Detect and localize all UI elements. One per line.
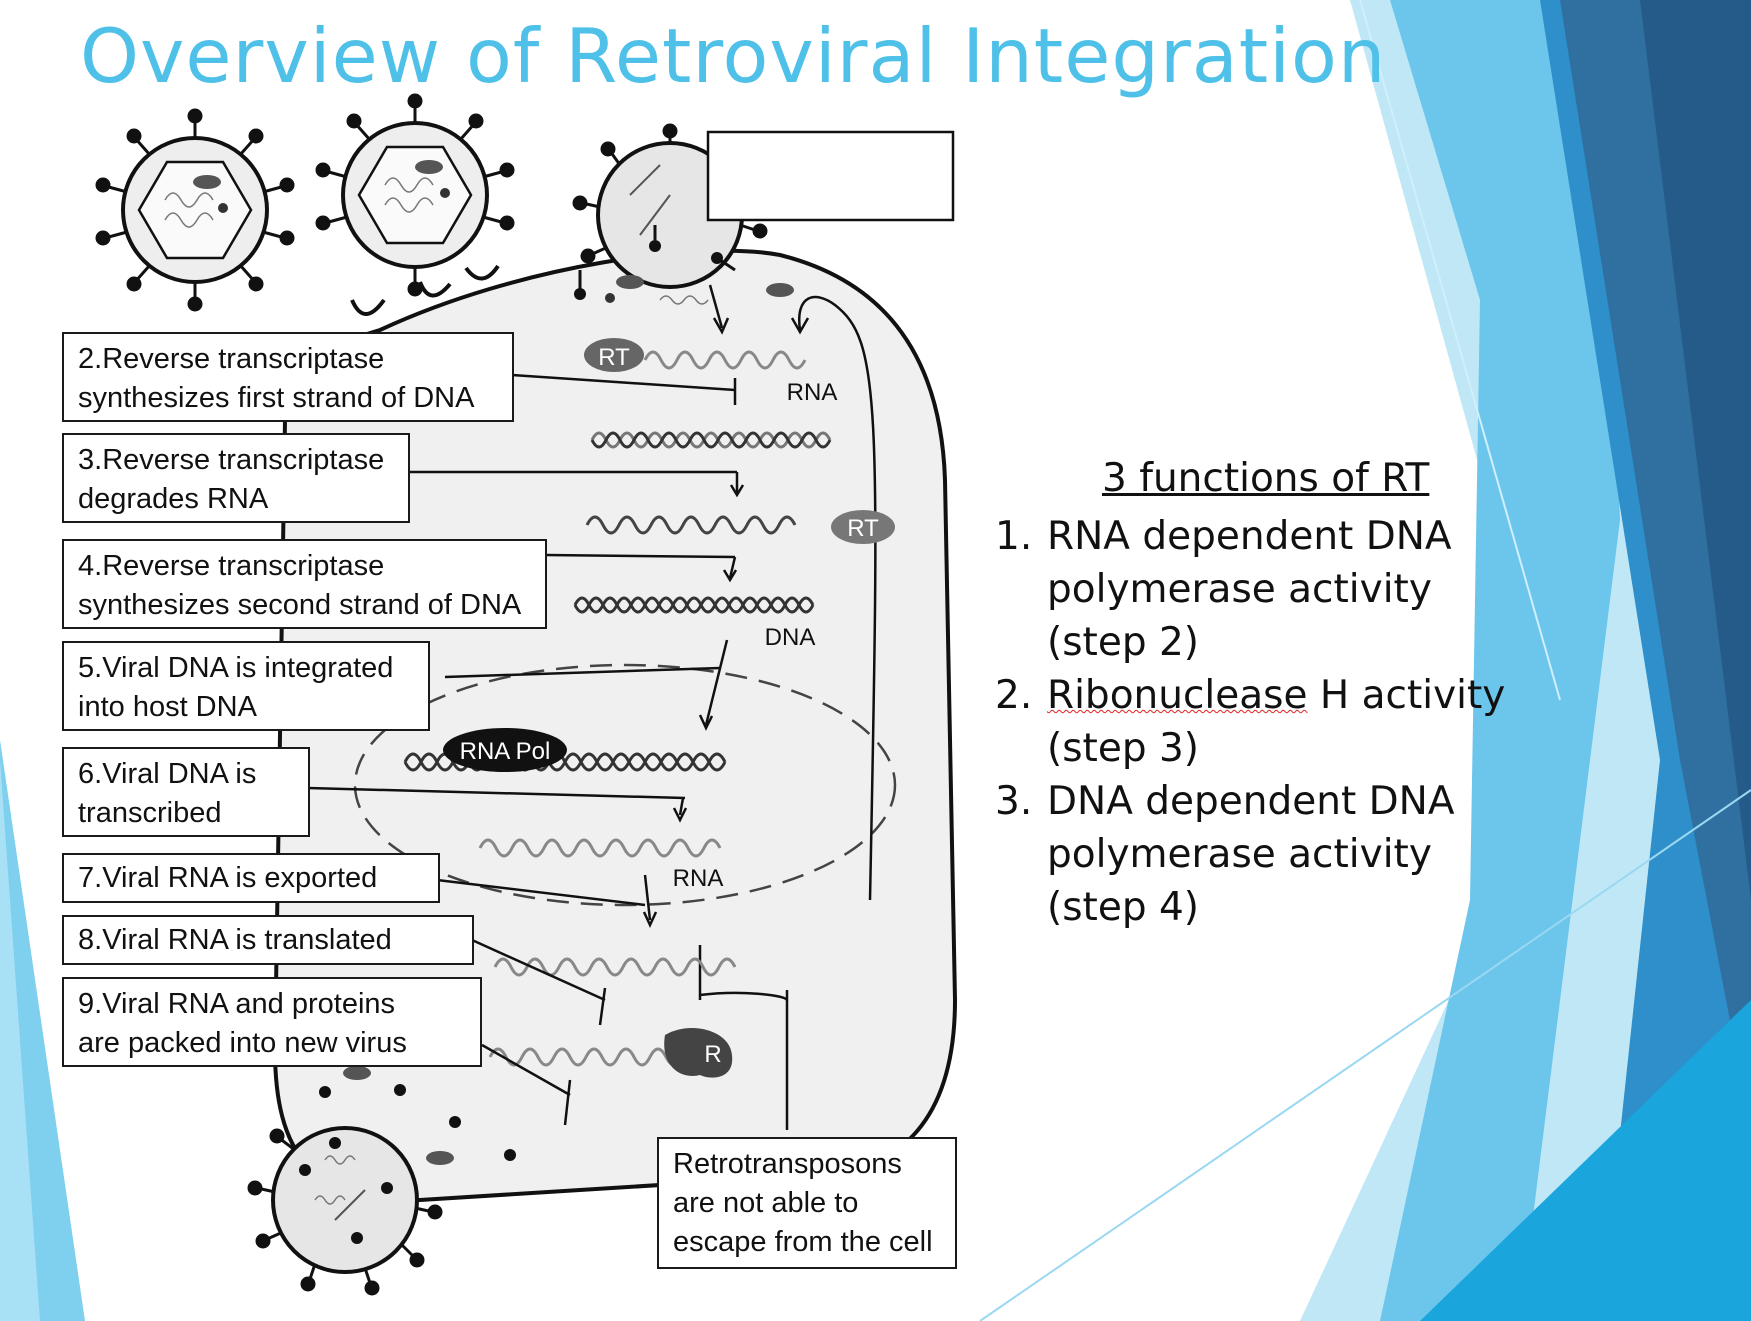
- rna-label-2: RNA: [673, 865, 724, 892]
- step-box-5: 5.Viral DNA is integrated into host DNA: [62, 641, 430, 731]
- rt-label-1: RT: [598, 344, 630, 371]
- hybrid-strand: [590, 431, 832, 449]
- rt-functions-heading: 3 functions of RT: [1102, 456, 1430, 501]
- rna-label-1: RNA: [787, 379, 838, 406]
- step-7-num: 7.: [78, 862, 103, 894]
- step-6-line1: Viral DNA is: [102, 758, 257, 790]
- rt-rna-row: RT RNA: [584, 338, 837, 406]
- rt-function-3-line3: (step 4): [1047, 885, 1200, 930]
- blank-box: [706, 130, 955, 222]
- retro-line3: escape from the cell: [673, 1226, 933, 1258]
- step-9-line1: Viral RNA and proteins: [102, 988, 396, 1020]
- bg-thin-line: [1359, 0, 1561, 701]
- step-5-line1: Viral DNA is integrated: [102, 652, 394, 684]
- step-6-num: 6.: [78, 758, 103, 790]
- step-box-9: 9.Viral RNA and proteins are packed into…: [62, 977, 482, 1067]
- step-box-8: 8.Viral RNA is translated: [62, 915, 474, 965]
- step-8-num: 8.: [78, 924, 103, 956]
- rna-strand-1: [643, 350, 807, 370]
- rt-function-1-num: 1.: [995, 514, 1033, 559]
- step-3-line1: Reverse transcriptase: [102, 444, 385, 476]
- virus-2: [315, 93, 515, 297]
- translation-rna: R: [488, 1027, 733, 1078]
- uncoated-contents: [574, 225, 794, 305]
- cytoplasm-proteins: [319, 1066, 516, 1165]
- step-4-line1: Reverse transcriptase: [102, 550, 385, 582]
- step-3-num: 3.: [78, 444, 103, 476]
- receptors: [350, 264, 500, 316]
- step-2-line1: Reverse transcriptase: [102, 343, 385, 375]
- step-2-line2: synthesizes first strand of DNA: [78, 382, 475, 414]
- rna-pol-label: RNA Pol: [460, 738, 551, 765]
- rt-function-3-line2: polymerase activity: [1047, 832, 1432, 877]
- nucleus: [353, 663, 897, 907]
- budding-virus: [247, 1126, 443, 1296]
- step-4-num: 4.: [78, 550, 103, 582]
- rt-function-3-line1: DNA dependent DNA: [1047, 779, 1455, 824]
- bg-right-mid: [1380, 0, 1620, 1321]
- rt-function-2: 2. Ribonuclease H activity (step 3): [995, 669, 1515, 775]
- virus-1: [95, 108, 295, 312]
- step-3-line2: degrades RNA: [78, 483, 269, 515]
- step-5-line2: into host DNA: [78, 691, 257, 723]
- host-dna: RNA Pol: [403, 728, 727, 772]
- rt-function-1-line3: (step 2): [1047, 620, 1200, 665]
- step-4-line2: synthesizes second strand of DNA: [78, 589, 522, 621]
- cytoplasmic-rna: [493, 957, 737, 977]
- step-9-num: 9.: [78, 988, 103, 1020]
- rt-function-1: 1. RNA dependent DNA polymerase activity…: [995, 510, 1515, 669]
- bg-left-strip-light: [0, 760, 40, 1321]
- step-5-num: 5.: [78, 652, 103, 684]
- ribosome: [664, 1027, 733, 1078]
- rt-function-1-line1: RNA dependent DNA: [1047, 514, 1452, 559]
- retro-line2: are not able to: [673, 1187, 859, 1219]
- dna-single-strand: [585, 515, 797, 535]
- bg-right-darkest: [1640, 0, 1751, 900]
- dna-label: DNA: [765, 624, 816, 651]
- virus-3-entering: [572, 123, 768, 289]
- step-box-3: 3.Reverse transcriptase degrades RNA: [62, 433, 410, 523]
- rt-function-1-line2: polymerase activity: [1047, 567, 1432, 612]
- rt-enzyme-1: [584, 338, 644, 372]
- rt-enzyme-2: [831, 510, 895, 544]
- leader-lines: [307, 373, 745, 1126]
- pathway-arrows: [698, 284, 877, 1130]
- step-box-4: 4.Reverse transcriptase synthesizes seco…: [62, 539, 547, 629]
- step-box-7: 7.Viral RNA is exported: [62, 853, 440, 903]
- dna-rt-row: RT: [585, 510, 895, 544]
- rt-function-2-line2: (step 3): [1047, 726, 1200, 771]
- step-box-6: 6.Viral DNA is transcribed: [62, 747, 310, 837]
- rt-function-2-rest1: H activity: [1307, 673, 1506, 718]
- step-2-num: 2.: [78, 343, 103, 375]
- rt-functions-list: 1. RNA dependent DNA polymerase activity…: [995, 510, 1515, 934]
- bg-bottom-cyan: [1420, 1000, 1751, 1321]
- ribosome-label: R: [704, 1041, 721, 1068]
- rt-label-2: RT: [847, 515, 879, 542]
- dna-double-strand: DNA: [573, 596, 816, 651]
- rt-function-3-num: 3.: [995, 779, 1033, 824]
- bg-thin-line-2: [979, 789, 1751, 1321]
- rt-function-3: 3. DNA dependent DNA polymerase activity…: [995, 775, 1515, 934]
- step-6-line2: transcribed: [78, 797, 222, 829]
- step-9-line2: are packed into new virus: [78, 1027, 407, 1059]
- rna-pol-enzyme: [443, 728, 567, 772]
- step-box-2: 2.Reverse transcriptase synthesizes firs…: [62, 332, 514, 422]
- step-8-line1: Viral RNA is translated: [102, 924, 392, 956]
- retrotransposon-note: Retrotransposons are not able to escape …: [657, 1137, 957, 1269]
- retro-line1: Retrotransposons: [673, 1148, 902, 1180]
- step-7-line1: Viral RNA is exported: [102, 862, 378, 894]
- slide-title: Overview of Retroviral Integration: [80, 12, 1387, 100]
- rt-function-2-word1: Ribonuclease: [1047, 673, 1308, 718]
- nuclear-rna: RNA: [478, 838, 724, 892]
- rt-function-2-num: 2.: [995, 673, 1033, 718]
